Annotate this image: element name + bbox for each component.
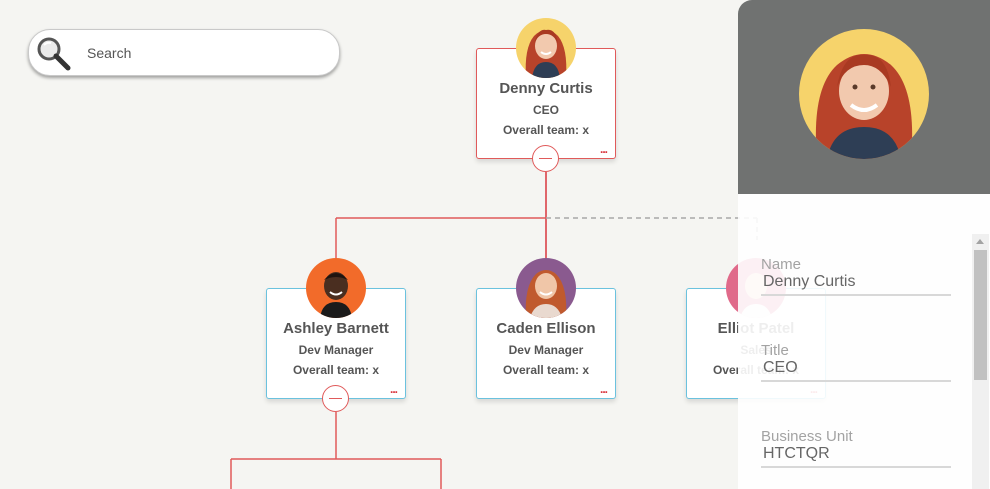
field-label: Business Unit [761, 428, 853, 445]
node-name: Caden Ellison [496, 320, 596, 337]
collapse-minus-icon[interactable] [322, 385, 349, 412]
avatar[interactable] [306, 258, 366, 318]
panel-scrollbar[interactable] [972, 234, 989, 489]
avatar[interactable] [516, 258, 576, 318]
field-underline [761, 294, 951, 296]
node-title: Dev Manager [508, 343, 584, 357]
details-business-unit-field: Business Unit HTCTQR [761, 428, 951, 468]
search-box[interactable] [28, 29, 340, 76]
search-input[interactable] [87, 42, 327, 64]
avatar[interactable] [516, 18, 576, 78]
node-team-count: Overall team: x [502, 123, 590, 137]
node-title: Dev Manager [298, 343, 374, 357]
more-options-icon[interactable]: ... [389, 382, 398, 396]
details-title-field: Title CEO [761, 342, 951, 382]
field-underline [761, 380, 951, 382]
node-name: Ashley Barnett [283, 320, 389, 337]
node-name: Denny Curtis [499, 80, 593, 97]
field-value[interactable]: CEO [763, 359, 798, 376]
details-avatar [799, 29, 929, 159]
search-icon[interactable] [34, 34, 72, 72]
scrollbar-thumb[interactable] [974, 250, 987, 380]
field-label: Title [761, 342, 789, 359]
more-options-icon[interactable]: ... [599, 382, 608, 396]
details-name-field: Name Denny Curtis [761, 256, 951, 296]
org-node-denny-curtis[interactable]: Denny Curtis CEO Overall team: x ... [476, 48, 616, 159]
scroll-up-arrow-icon[interactable] [976, 239, 984, 244]
field-label: Name [761, 256, 802, 273]
node-title: CEO [532, 103, 559, 117]
field-value[interactable]: Denny Curtis [763, 273, 856, 290]
employee-details-panel: Name Denny Curtis Title CEO Business Uni… [738, 0, 990, 489]
node-team-count: Overall team: x [502, 363, 590, 377]
node-team-count: Overall team: x [292, 363, 380, 377]
collapse-minus-icon[interactable] [532, 145, 559, 172]
field-value[interactable]: HTCTQR [763, 445, 830, 462]
more-options-icon[interactable]: ... [599, 142, 608, 156]
field-underline [761, 466, 951, 468]
